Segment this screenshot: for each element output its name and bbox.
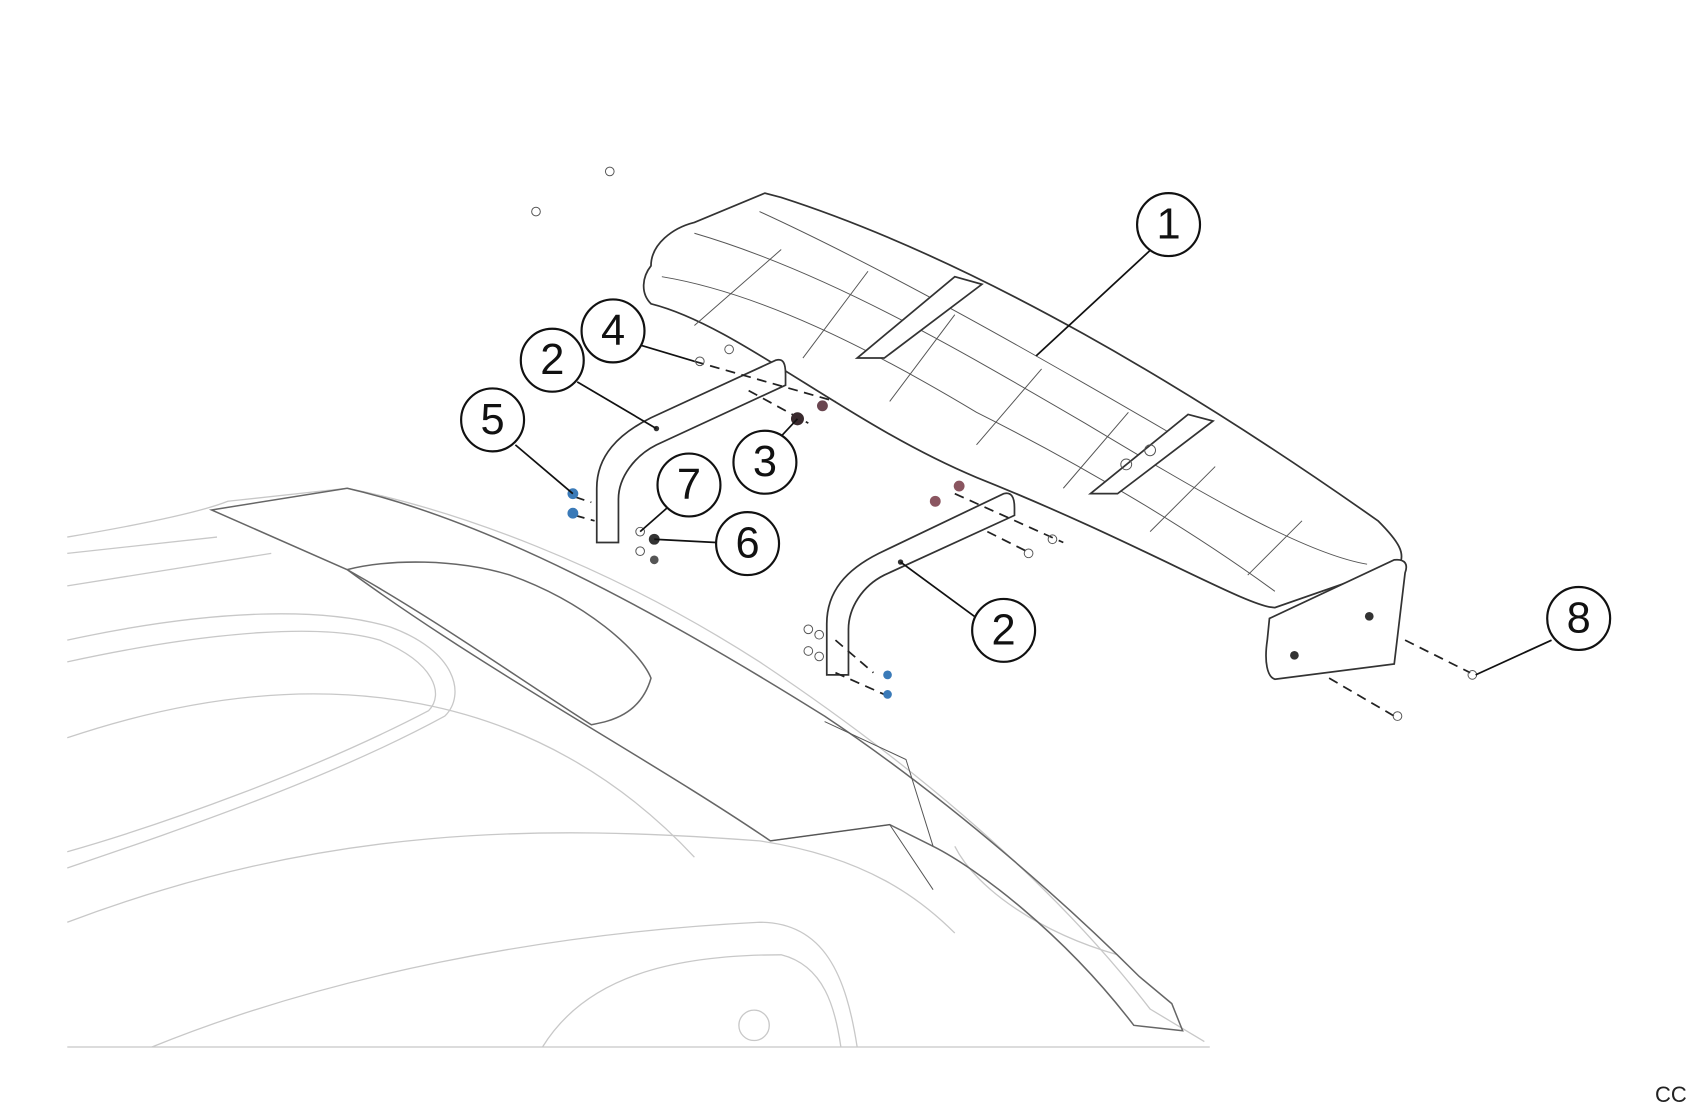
svg-text:5: 5 (481, 396, 505, 444)
callout-5: 5 (460, 387, 526, 453)
callout-4: 4 (580, 298, 646, 364)
callout-8: 8 (1546, 585, 1612, 652)
svg-text:2: 2 (540, 336, 564, 384)
callout-3: 3 (732, 429, 798, 495)
callout-6: 6 (715, 511, 781, 577)
svg-text:1: 1 (1156, 201, 1180, 249)
callout-2-right: 2 (971, 597, 1037, 663)
callout-2-left: 2 (519, 327, 585, 393)
rear-spoiler-wing (642, 192, 1408, 681)
svg-text:6: 6 (735, 520, 759, 568)
trunk-lid-outline (208, 487, 1184, 1032)
callout-1: 1 (1135, 192, 1202, 258)
callout-7: 7 (656, 452, 722, 518)
corner-code-label: CC (1655, 1082, 1687, 1107)
car-body-outline (67, 487, 1210, 1048)
leader-lines (514, 246, 1552, 676)
svg-text:2: 2 (992, 606, 1016, 654)
svg-text:4: 4 (601, 307, 625, 355)
svg-text:3: 3 (753, 438, 777, 486)
svg-text:7: 7 (677, 461, 701, 509)
svg-text:8: 8 (1567, 594, 1591, 642)
